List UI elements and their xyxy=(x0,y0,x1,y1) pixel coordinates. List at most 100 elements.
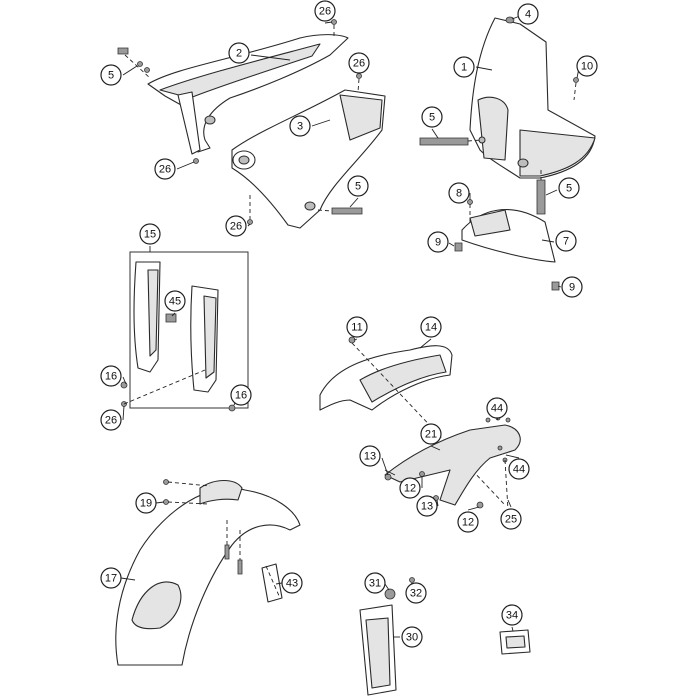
callout-label: 26 xyxy=(353,58,365,70)
callout-c44a: 44 xyxy=(486,397,508,419)
callout-label: 9 xyxy=(435,237,441,249)
callout-label: 34 xyxy=(506,610,518,622)
callout-c25: 25 xyxy=(500,508,522,530)
callout-c9a: 9 xyxy=(427,231,449,253)
callout-circle xyxy=(228,42,250,64)
part-headlight-bracket xyxy=(448,193,562,291)
part-plate xyxy=(499,626,531,655)
callout-c16a: 16 xyxy=(100,365,122,387)
callout-label: 3 xyxy=(297,121,303,133)
part-shock-guard xyxy=(359,577,415,696)
part-side-cover-upper xyxy=(117,19,349,170)
callout-label: 26 xyxy=(105,415,117,427)
callout-label: 26 xyxy=(230,221,242,233)
callout-label: 16 xyxy=(235,390,247,402)
callout-c8: 8 xyxy=(448,182,470,204)
callout-circle xyxy=(576,55,598,77)
callout-circle xyxy=(347,175,369,197)
callout-circle xyxy=(427,231,449,253)
callout-c13a: 13 xyxy=(359,445,381,467)
callout-circle xyxy=(420,316,442,338)
callout-c34: 34 xyxy=(501,604,523,626)
part-rear-subframe xyxy=(381,415,521,511)
callout-label: 4 xyxy=(525,9,531,21)
callout-c26e: 26 xyxy=(100,409,122,431)
callout-label: 30 xyxy=(406,632,418,644)
callout-label: 5 xyxy=(429,112,435,124)
callout-c30: 30 xyxy=(401,626,423,648)
callout-circle xyxy=(448,182,470,204)
callout-c1: 1 xyxy=(453,56,475,78)
callout-c19: 19 xyxy=(135,492,157,514)
callout-label: 17 xyxy=(105,573,117,585)
callout-c21: 21 xyxy=(420,423,442,445)
part-fork-guards xyxy=(120,246,249,421)
part-number-plate xyxy=(419,15,596,215)
callout-c5d: 5 xyxy=(558,177,580,199)
callout-circle xyxy=(100,365,122,387)
callout-circle xyxy=(100,567,122,589)
callout-label: 2 xyxy=(236,48,242,60)
callout-circle xyxy=(364,572,386,594)
callout-label: 44 xyxy=(513,464,525,476)
callout-circle xyxy=(558,177,580,199)
callout-label: 26 xyxy=(159,164,171,176)
callout-c12b: 12 xyxy=(457,511,479,533)
part-rear-fender xyxy=(319,336,506,506)
callout-circle xyxy=(281,572,303,594)
callout-c43: 43 xyxy=(281,572,303,594)
callout-c26d: 26 xyxy=(225,215,247,237)
callout-c26b: 26 xyxy=(348,52,370,74)
callout-c17: 17 xyxy=(100,567,122,589)
callout-label: 8 xyxy=(456,188,462,200)
callout-circle xyxy=(164,290,186,312)
callout-c26a: 26 xyxy=(314,0,336,22)
callout-label: 45 xyxy=(169,296,181,308)
callout-label: 10 xyxy=(581,61,593,73)
callout-circle xyxy=(453,56,475,78)
callout-label: 5 xyxy=(108,70,114,82)
callout-circle xyxy=(508,458,530,480)
callout-c5c: 5 xyxy=(421,106,443,128)
callout-circle xyxy=(501,604,523,626)
callout-label: 13 xyxy=(364,451,376,463)
callout-c5b: 5 xyxy=(347,175,369,197)
callout-label: 21 xyxy=(425,429,437,441)
callout-label: 25 xyxy=(505,514,517,526)
callout-circle xyxy=(139,223,161,245)
callout-c3: 3 xyxy=(289,115,311,137)
callout-circle xyxy=(421,106,443,128)
callout-circle xyxy=(230,384,252,406)
callout-label: 19 xyxy=(140,498,152,510)
callout-c14: 14 xyxy=(420,316,442,338)
callout-circle xyxy=(555,230,577,252)
callout-circle xyxy=(135,492,157,514)
callout-label: 5 xyxy=(566,183,572,195)
callout-label: 5 xyxy=(355,181,361,193)
callout-label: 32 xyxy=(410,588,422,600)
callout-c26c: 26 xyxy=(154,158,176,180)
callout-circle xyxy=(399,477,421,499)
callout-c16b: 16 xyxy=(230,384,252,406)
callout-c7: 7 xyxy=(555,230,577,252)
callout-circle xyxy=(500,508,522,530)
callout-circle xyxy=(457,511,479,533)
callout-circle xyxy=(154,158,176,180)
callout-label: 13 xyxy=(421,501,433,513)
callout-circle xyxy=(405,582,427,604)
callout-circle xyxy=(346,316,368,338)
callout-circle xyxy=(416,495,438,517)
callout-label: 44 xyxy=(491,403,503,415)
callout-circle xyxy=(289,115,311,137)
callout-label: 1 xyxy=(461,62,467,74)
callout-label: 43 xyxy=(286,578,298,590)
callout-circle xyxy=(314,0,336,22)
callout-c5a: 5 xyxy=(100,64,122,86)
callout-label: 14 xyxy=(425,322,437,334)
callout-c10: 10 xyxy=(576,55,598,77)
callout-layer: 1234555578991011121213131415161617192125… xyxy=(100,0,598,648)
callout-circle xyxy=(359,445,381,467)
callout-c44b: 44 xyxy=(508,458,530,480)
callout-c9b: 9 xyxy=(561,276,583,298)
callout-circle xyxy=(225,215,247,237)
